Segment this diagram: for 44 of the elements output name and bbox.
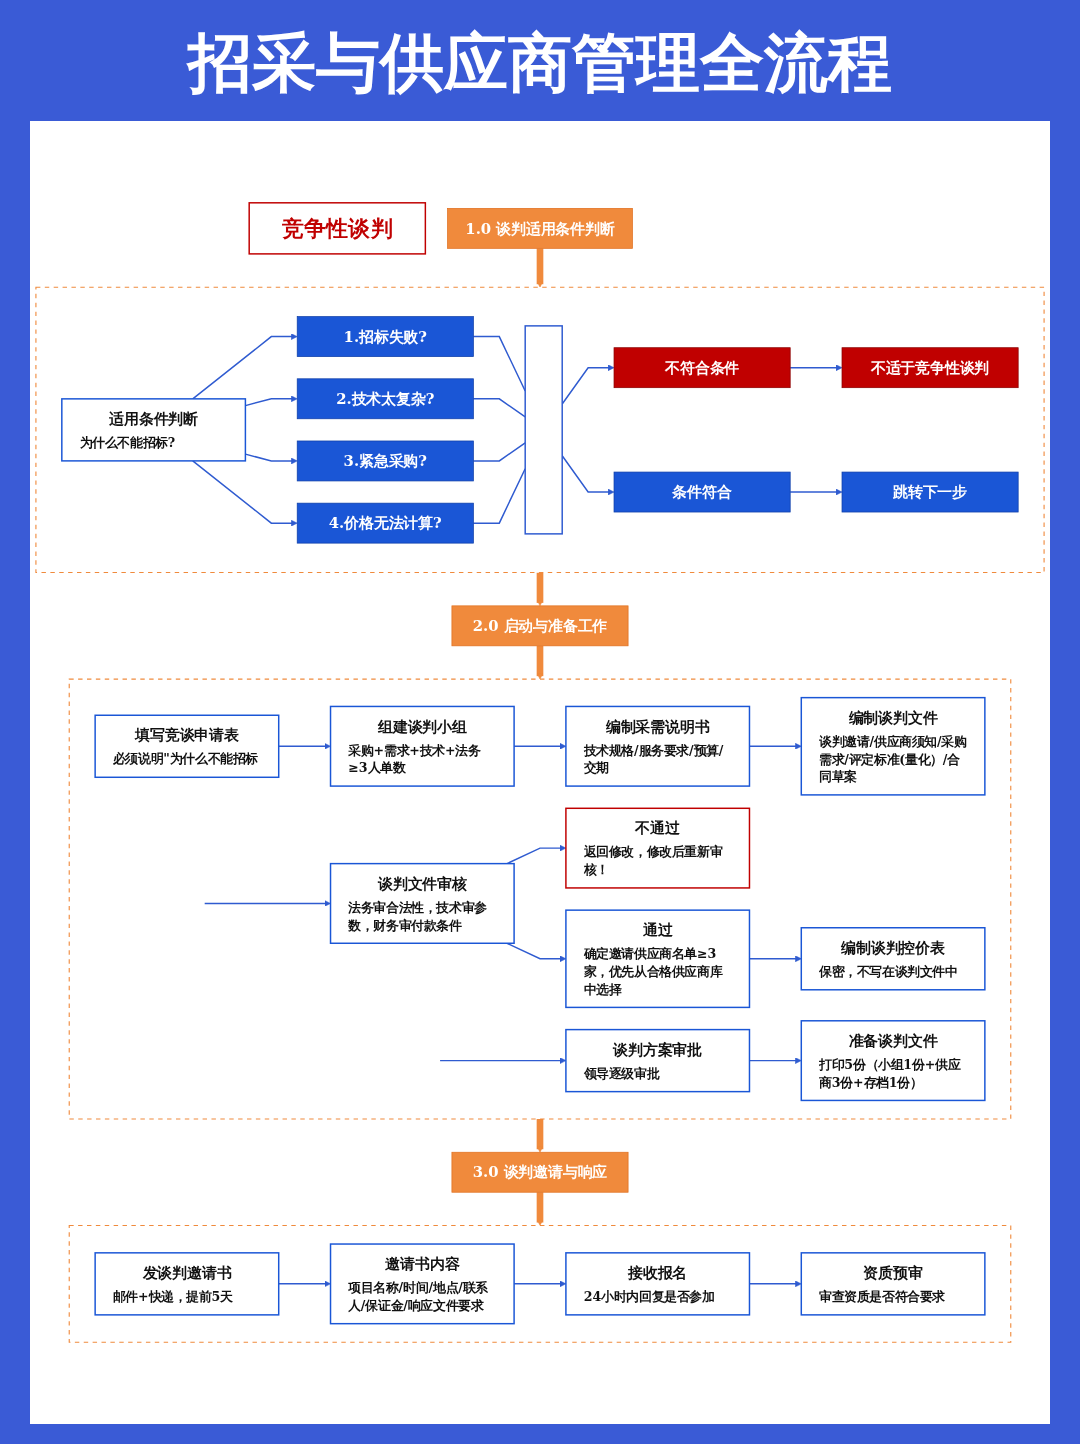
node-box: 不适于竞争性谈判 xyxy=(841,347,1019,389)
node-box: 资质预审 审查资质是否符合要求 xyxy=(800,1252,986,1316)
node-box: 邀请书内容 项目名称/时间/地点/联系人/保证金/响应文件要求 xyxy=(329,1243,515,1325)
node-box: 不符合条件 xyxy=(613,347,791,389)
connector xyxy=(472,442,526,462)
node-box: 条件符合 xyxy=(613,471,791,513)
node-box: 4.价格无法计算? xyxy=(296,502,474,544)
node-box: 2.0 启动与准备工作 xyxy=(451,605,629,647)
node-box: 编制谈判文件 谈判邀请/供应商须知/采购需求/评定标准(量化）/合同草案 xyxy=(800,696,986,796)
arrow xyxy=(536,645,544,680)
node-bar xyxy=(524,325,563,535)
arrow xyxy=(203,900,331,907)
connector xyxy=(472,398,526,418)
arrow xyxy=(536,1192,544,1226)
node-box: 谈判方案审批 领导逐级审批 xyxy=(565,1028,751,1093)
title: 招采与供应商管理全流程 xyxy=(185,24,893,102)
node-box: 填写竞谈申请表 必须说明"为什么不能招标 xyxy=(94,714,280,778)
cluster xyxy=(68,678,1012,1120)
node-box: 3.紧急采购? xyxy=(296,440,474,482)
node-box: 编制采需说明书 技术规格/服务要求/预算/交期 xyxy=(565,705,751,787)
arrow xyxy=(536,1118,544,1153)
node-box: 3.0 谈判邀请与响应 xyxy=(451,1151,629,1193)
node-box: 1.招标失败? xyxy=(296,316,474,357)
node-box: 准备谈判文件 打印5份（小组1份+供应商3份+存档1份） xyxy=(800,1020,986,1102)
node-box: 编制谈判控价表 保密，不写在谈判文件中 xyxy=(800,927,986,991)
arrow xyxy=(192,333,298,400)
node-box: 跳转下一步 xyxy=(841,471,1019,513)
node-box: 2.技术太复杂? xyxy=(296,378,474,420)
arrow xyxy=(536,248,544,288)
cluster xyxy=(35,286,1045,574)
arrow xyxy=(789,488,843,496)
node-box: 不通过 返回修改，修改后重新审核！ xyxy=(565,807,751,889)
node-box: 竞争性谈判 xyxy=(248,202,427,255)
node-box: 组建谈判小组 采购+需求+技术+法务≥3人单数 xyxy=(329,705,515,787)
node-box: 1.0 谈判适用条件判断 xyxy=(447,208,633,249)
arrow xyxy=(789,364,843,371)
arrow xyxy=(536,572,544,607)
node-box: 谈判文件审核 法务审合法性，技术审参数，财务审付款条件 xyxy=(329,862,515,944)
arrow xyxy=(192,460,298,527)
node-box: 发谈判邀请书 邮件+快递，提前5天 xyxy=(94,1252,280,1316)
node-box: 适用条件判断 为什么不能招标? xyxy=(61,398,247,462)
node-box: 接收报名 24小时内回复是否参加 xyxy=(565,1252,751,1316)
node-box: 通过 确定邀请供应商名单≥3家，优先从合格供应商库中选择 xyxy=(565,909,751,1009)
cluster xyxy=(68,1224,1012,1343)
